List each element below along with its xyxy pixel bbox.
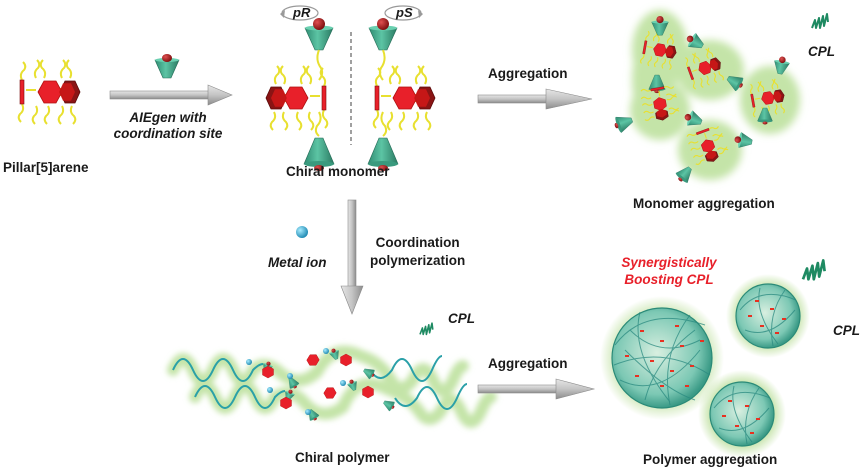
pS-label: pS: [396, 5, 413, 20]
aggregation-label-bottom: Aggregation: [488, 356, 568, 371]
chiral-polymer-chains: [167, 345, 497, 428]
cpl-helix-icon: [801, 259, 826, 281]
monomer-aggregation-cluster: [611, 10, 800, 186]
chiral-monomer-pS: [367, 5, 435, 172]
cpl-label-polymer-agg: CPL: [833, 323, 860, 338]
aiegen-cone-icon: [154, 54, 180, 79]
aggregation-label-top: Aggregation: [488, 66, 568, 81]
coordination-polymerization-label: Coordination polymerization: [370, 234, 465, 270]
pR-label: pR: [293, 5, 311, 20]
polymer-aggregation-spheres: [600, 274, 810, 458]
arrow-monomer-aggregation: [477, 88, 593, 110]
cpl-label-polymer: CPL: [448, 311, 475, 326]
synergistic-boost-label: Synergistically Boosting CPL: [621, 255, 717, 287]
polymer-aggregation-label: Polymer aggregation: [643, 452, 778, 467]
cpl-helix-icon: [811, 13, 829, 29]
polymerization-label-line1: Coordination: [375, 235, 460, 250]
chiral-polymer-label: Chiral polymer: [295, 450, 390, 465]
chiral-monomer-label: Chiral monomer: [286, 164, 390, 179]
arrow-coordination-polymerization: [340, 199, 364, 315]
monomer-aggregation-label: Monomer aggregation: [633, 196, 775, 211]
aiegen-label-line1: AIEgen with: [129, 110, 207, 125]
aiegen-edge-label: AIEgen with coordination site: [112, 110, 224, 142]
cpl-helix-icon: [419, 322, 434, 336]
metal-ion-label: Metal ion: [268, 255, 327, 270]
pillararene-molecule: [19, 60, 80, 124]
rotation-arrow-icon: [280, 5, 319, 21]
chiral-monomer-pR: [266, 5, 335, 172]
polymerization-label-line2: polymerization: [370, 253, 466, 268]
arrow-aiegen: [109, 84, 233, 106]
polymer-sphere-medium: [735, 283, 801, 349]
polymer-sphere-large: [611, 307, 713, 409]
polymer-sphere-small: [709, 381, 775, 447]
aiegen-label-line2: coordination site: [113, 126, 223, 141]
metal-ion-icon: [296, 226, 308, 238]
rotation-arrow-icon: [384, 5, 423, 21]
pillararene-label: Pillar[5]arene: [3, 160, 89, 175]
arrow-polymer-aggregation: [477, 378, 596, 400]
cpl-label-monomer: CPL: [808, 44, 835, 59]
